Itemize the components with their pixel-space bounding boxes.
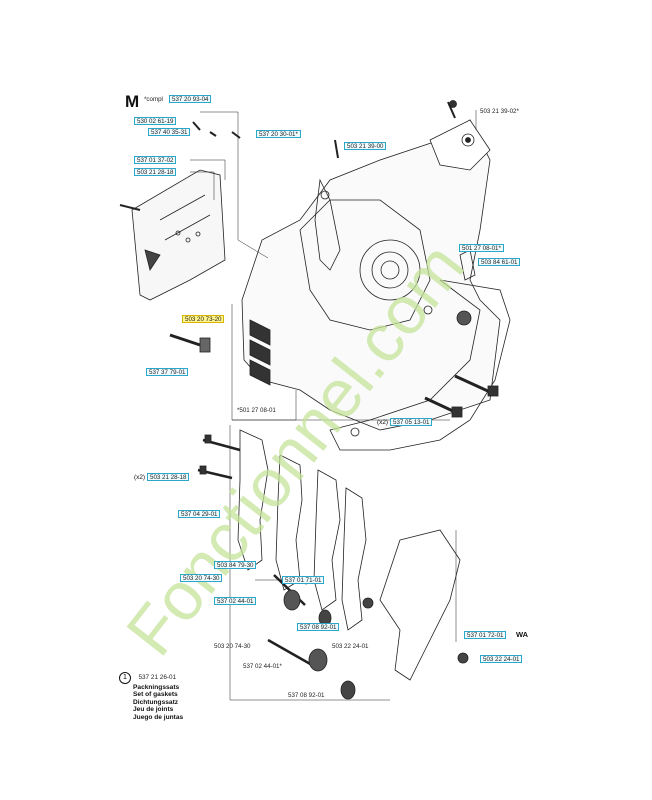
part-label[interactable]: 501 27 08-01* — [459, 244, 504, 252]
quantity-mark: (x2) — [134, 474, 146, 481]
part-label-highlighted[interactable]: 503 20 73-20 — [182, 315, 225, 323]
part-label[interactable]: 530 02 61-19 — [134, 117, 177, 125]
section-letter: M — [125, 92, 140, 111]
part-label[interactable]: 537 02 44-01* — [243, 663, 282, 670]
part-label[interactable]: 503 21 28-18 — [134, 168, 177, 176]
part-label[interactable]: 503 20 74-30 — [180, 574, 223, 582]
part-label[interactable]: 503 21 39-02* — [480, 108, 519, 115]
legend-line: Dichtungssatz — [133, 698, 179, 706]
part-label[interactable]: 503 84 61-01 — [478, 258, 521, 266]
part-label[interactable]: 503 84 79-30 — [214, 561, 257, 569]
gasket-wa-outline — [379, 529, 461, 681]
part-label[interactable]: *501 27 08-01 — [237, 407, 276, 414]
compl-label: *compl — [144, 96, 163, 103]
part-label[interactable]: 503 21 28-18 — [147, 473, 190, 481]
part-label[interactable]: 503 20 74-30 — [214, 643, 251, 650]
legend-number: 1 — [119, 672, 131, 684]
part-label[interactable]: 537 04 29-01 — [178, 510, 221, 518]
part-label[interactable]: 503 22 24-01 — [332, 643, 369, 650]
part-label[interactable]: 537 01 71-01 — [282, 576, 325, 584]
part-label[interactable]: 537 08 92-01 — [288, 692, 325, 699]
part-label[interactable]: 503 22 24-01 — [480, 655, 523, 663]
legend-part-number[interactable]: 537 21 26-01 — [138, 674, 177, 681]
gasket-right-outline — [329, 279, 511, 451]
part-label[interactable]: 537 01 72-01 — [464, 631, 507, 639]
legend-line: Jeu de joints — [133, 706, 174, 714]
quantity-mark: (x2) — [377, 419, 389, 426]
part-label[interactable]: 537 20 30-01* — [256, 130, 301, 138]
legend-line: Set of gaskets — [133, 691, 178, 699]
part-label[interactable]: 537 08 92-01 — [297, 623, 340, 631]
part-label[interactable]: 537 01 37-02 — [134, 156, 177, 164]
part-label[interactable]: 537 37 79-01 — [146, 368, 189, 376]
part-label-compl[interactable]: 537 20 93-04 — [169, 95, 212, 103]
part-label[interactable]: 537 40 35-31 — [148, 128, 191, 136]
crankcase-outline — [241, 119, 501, 431]
legend-line: Juego de juntas — [133, 713, 184, 721]
gasket-set-legend: 1 537 21 26-01 Packningssats Set of gask… — [119, 666, 183, 721]
part-label[interactable]: 537 05 13-01 — [390, 418, 433, 426]
wa-mark: WA — [516, 630, 529, 639]
legend-line: Packningssats — [133, 684, 180, 691]
part-label[interactable]: 537 02 44-01 — [214, 597, 257, 605]
part-label[interactable]: 503 21 39-00 — [344, 142, 387, 150]
